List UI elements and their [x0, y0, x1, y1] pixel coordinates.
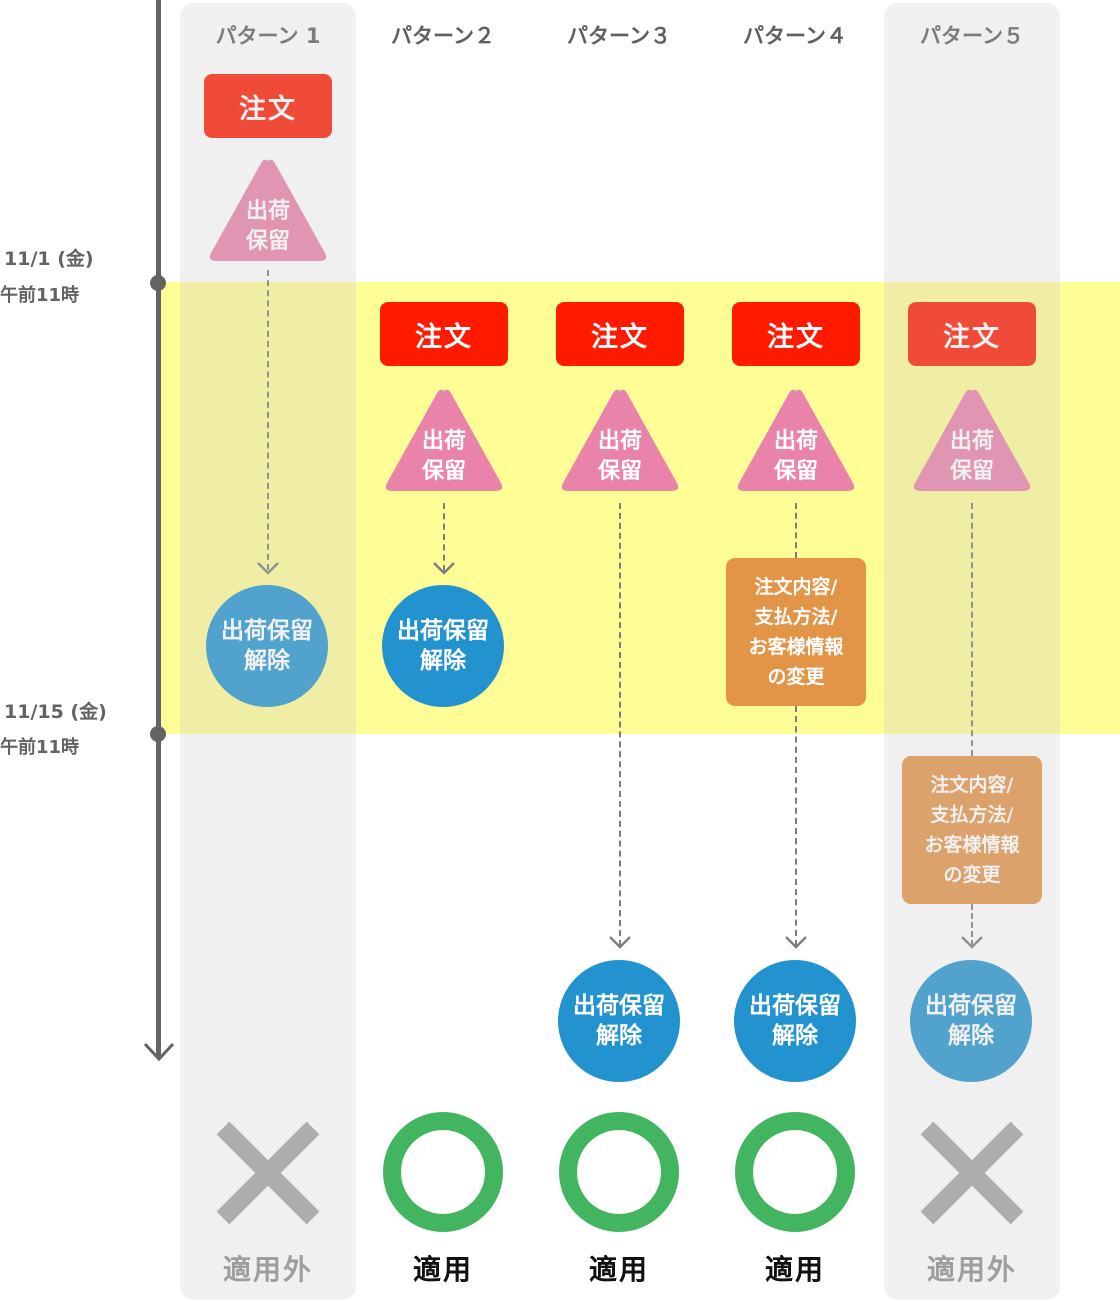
change-label-line1: 注文内容/: [754, 576, 838, 598]
pattern-1-release-circle: 出荷保留解除: [206, 585, 328, 707]
pattern-3-flow-line: [619, 503, 621, 946]
pattern-1-result: 適用外: [222, 1253, 313, 1286]
end-date-label: 11/15 (金): [4, 701, 107, 723]
pattern-3-release-circle: 出荷保留解除: [558, 960, 680, 1082]
end-time-label: 午前11時: [0, 737, 80, 758]
pattern-2-header: パターン２: [391, 24, 495, 48]
hold-label-line2: 保留: [949, 459, 994, 484]
release-label-line2: 解除: [948, 1023, 994, 1049]
pattern-2-release-circle: 出荷保留解除: [382, 585, 504, 707]
pattern-5-cross-icon: [920, 1121, 1024, 1225]
change-label-line1: 注文内容/: [930, 774, 1014, 796]
pattern-4-order-box: 注文: [732, 302, 860, 366]
release-label-line2: 解除: [244, 648, 290, 674]
start-date-label: 11/1 (金): [4, 248, 94, 270]
pattern-3-circle-icon: [559, 1112, 679, 1232]
warning-triangle-icon: [737, 389, 855, 491]
pattern-4-result: 適用: [764, 1253, 825, 1286]
pattern-5-hold-triangle: 出荷保留: [912, 387, 1032, 493]
order-label: 注文: [415, 321, 473, 353]
timeline-arrow-icon: [143, 1042, 175, 1062]
pattern-5-order-box: 注文: [908, 302, 1036, 366]
pattern-5-flow-line-upper: [971, 503, 973, 756]
pattern-3-result: 適用: [588, 1253, 649, 1286]
hold-label-line1: 出荷: [949, 429, 994, 454]
pattern-3-header: パターン３: [567, 24, 671, 48]
pattern-5-flow-line-lower: [971, 904, 973, 946]
timeline-start-marker: [150, 275, 166, 291]
pattern-1-flow-line: [267, 270, 269, 570]
change-label-line2: 支払方法/: [930, 804, 1014, 826]
pattern-2-result: 適用: [412, 1253, 473, 1286]
release-label-line1: 出荷保留: [397, 618, 489, 644]
pattern-2-order-box: 注文: [380, 302, 508, 366]
pattern-5-result: 適用外: [926, 1253, 1017, 1286]
pattern-2-hold-triangle: 出荷保留: [384, 387, 504, 493]
release-label-line1: 出荷保留: [749, 993, 841, 1019]
pattern-4-flow-line-upper: [795, 503, 797, 558]
warning-triangle-icon: [385, 389, 503, 491]
release-label-line1: 出荷保留: [221, 618, 313, 644]
pattern-5-arrow-down-icon: [961, 936, 983, 949]
order-label: 注文: [943, 321, 1001, 353]
pattern-1-order-box: 注文: [204, 74, 332, 138]
release-label-line1: 出荷保留: [925, 993, 1017, 1019]
change-label-line2: 支払方法/: [754, 606, 838, 628]
pattern-4-circle-icon: [735, 1112, 855, 1232]
release-label-line2: 解除: [772, 1023, 818, 1049]
release-label-line2: 解除: [596, 1023, 642, 1049]
order-label: 注文: [239, 93, 297, 125]
pattern-1-arrow-down-icon: [257, 562, 279, 575]
start-time-label: 午前11時: [0, 285, 80, 306]
pattern-4-hold-triangle: 出荷保留: [736, 387, 856, 493]
pattern-2-flow-line: [443, 503, 445, 571]
pattern-2-circle-icon: [383, 1112, 503, 1232]
pattern-4-release-circle: 出荷保留解除: [734, 960, 856, 1082]
release-label-line1: 出荷保留: [573, 993, 665, 1019]
warning-triangle-icon: [561, 389, 679, 491]
order-label: 注文: [591, 321, 649, 353]
pattern-3-hold-triangle: 出荷保留: [560, 387, 680, 493]
hold-label-line1: 出荷: [773, 429, 818, 454]
pattern-5-release-circle: 出荷保留解除: [910, 960, 1032, 1082]
pattern-5-header: パターン５: [920, 24, 1024, 48]
pattern-5-change-box: 注文内容/支払方法/お客様情報の変更: [902, 756, 1042, 904]
release-label-line2: 解除: [420, 648, 466, 674]
hold-label-line2: 保留: [245, 229, 290, 254]
warning-triangle-icon: [209, 159, 327, 261]
pattern-3-arrow-down-icon: [609, 936, 631, 949]
change-label-line4: の変更: [943, 864, 1001, 886]
hold-label-line2: 保留: [421, 459, 466, 484]
change-label-line3: お客様情報: [748, 636, 844, 658]
pattern-1-hold-triangle: 出荷保留: [208, 157, 328, 263]
pattern-4-header: パターン４: [743, 24, 847, 48]
pattern-3-order-box: 注文: [556, 302, 684, 366]
hold-label-line2: 保留: [773, 459, 818, 484]
hold-label-line2: 保留: [597, 459, 642, 484]
change-label-line4: の変更: [767, 666, 825, 688]
pattern-4-flow-line-lower: [795, 706, 797, 946]
timeline-end-marker: [150, 726, 166, 742]
hold-label-line1: 出荷: [597, 429, 642, 454]
change-label-line3: お客様情報: [924, 834, 1020, 856]
pattern-4-arrow-down-icon: [785, 936, 807, 949]
warning-triangle-icon: [913, 389, 1031, 491]
timeline-axis: [156, 0, 161, 1058]
pattern-1-cross-icon: [216, 1121, 320, 1225]
pattern-1-header: パターン 1: [215, 24, 321, 48]
hold-label-line1: 出荷: [245, 199, 290, 224]
pattern-4-change-box: 注文内容/支払方法/お客様情報の変更: [726, 558, 866, 706]
pattern-2-arrow-down-icon: [433, 562, 455, 575]
hold-label-line1: 出荷: [421, 429, 466, 454]
order-label: 注文: [767, 321, 825, 353]
